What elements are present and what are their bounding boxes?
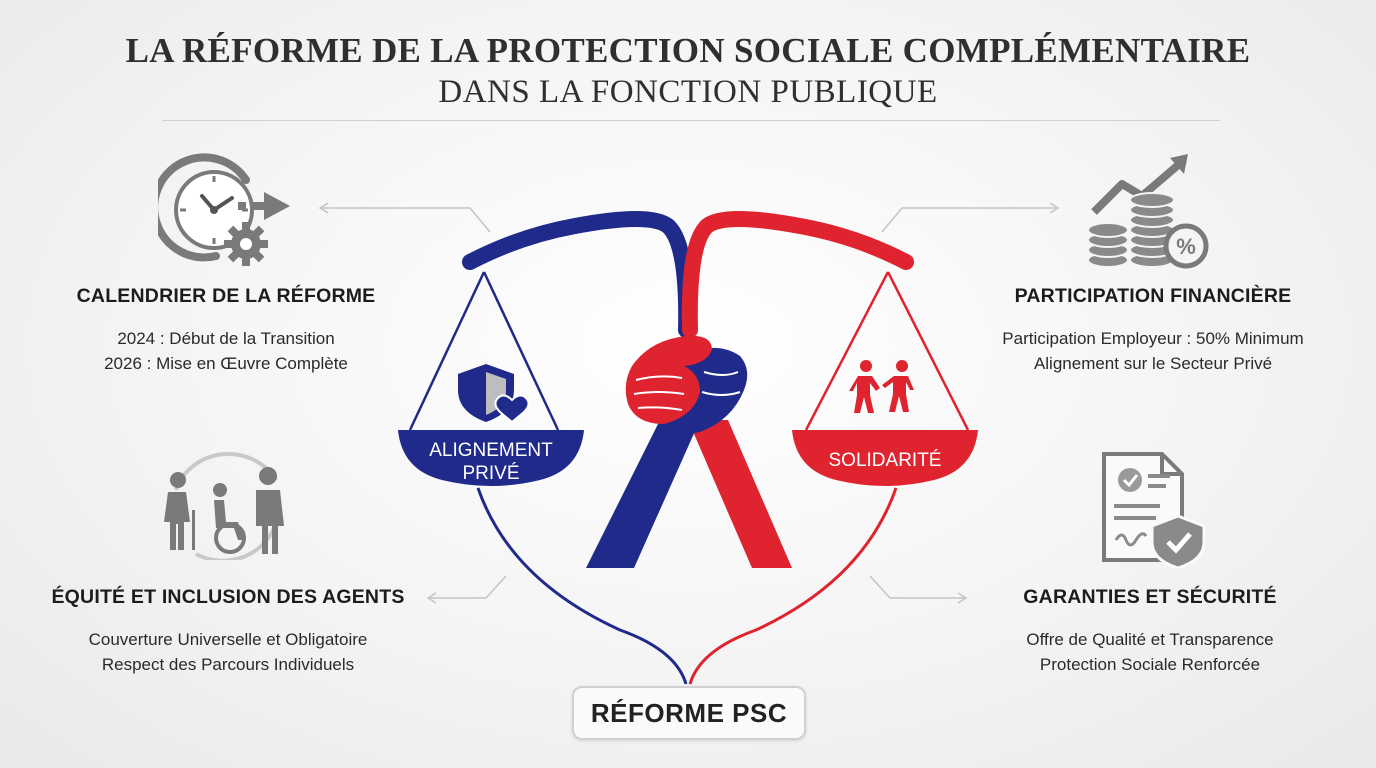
shield-heart-icon (458, 364, 530, 424)
section-guarantees-line: Protection Sociale Renforcée (1039, 655, 1261, 674)
left-pan-label-line2: PRIVÉ (462, 463, 519, 484)
section-financial: PARTICIPATION FINANCIÈRE Participation E… (966, 285, 1340, 376)
section-financial-line: Alignement sur le Secteur Privé (1033, 354, 1273, 373)
section-guarantees-heading: GARANTIES ET SÉCURITÉ (1023, 586, 1277, 608)
section-equity-line: Couverture Universelle et Obligatoire (88, 630, 368, 649)
page-subtitle: DANS LA FONCTION PUBLIQUE (438, 74, 938, 110)
section-calendar-line: 2024 : Début de la Transition (117, 329, 335, 348)
section-financial-line: Participation Employeur : 50% Minimum (1002, 329, 1304, 348)
scale-emblem: ALIGNEMENT PRIVÉ SOLIDARITÉ (398, 211, 978, 685)
svg-text:%: % (1176, 234, 1196, 259)
page-title-block: LA RÉFORME DE LA PROTECTION SOCIALE COMP… (0, 30, 1376, 112)
section-equity-heading: ÉQUITÉ ET INCLUSION DES AGENTS (51, 586, 405, 608)
title-divider (162, 120, 1220, 121)
left-pan-label-line1: ALIGNEMENT (429, 440, 553, 461)
section-equity: ÉQUITÉ ET INCLUSION DES AGENTS Couvertur… (36, 586, 420, 677)
right-pan-label: SOLIDARITÉ (829, 450, 942, 471)
page-title: LA RÉFORME DE LA PROTECTION SOCIALE COMP… (125, 31, 1251, 70)
section-calendar: CALENDRIER DE LA RÉFORME 2024 : Début de… (60, 285, 392, 376)
section-financial-heading: PARTICIPATION FINANCIÈRE (1014, 285, 1292, 307)
people-inclusion-icon (164, 452, 284, 560)
section-guarantees: GARANTIES ET SÉCURITÉ Offre de Qualité e… (980, 586, 1320, 677)
clock-gear-icon (158, 153, 290, 266)
reform-psc-badge: RÉFORME PSC (572, 686, 806, 740)
document-shield-icon (1102, 452, 1206, 568)
coins-growth-icon: % (1087, 154, 1209, 269)
section-calendar-line: 2026 : Mise en Œuvre Complète (104, 354, 348, 373)
section-calendar-heading: CALENDRIER DE LA RÉFORME (76, 285, 376, 307)
people-handshake-icon (849, 360, 914, 413)
section-guarantees-line: Offre de Qualité et Transparence (1026, 630, 1274, 649)
section-equity-line: Respect des Parcours Individuels (101, 655, 355, 674)
